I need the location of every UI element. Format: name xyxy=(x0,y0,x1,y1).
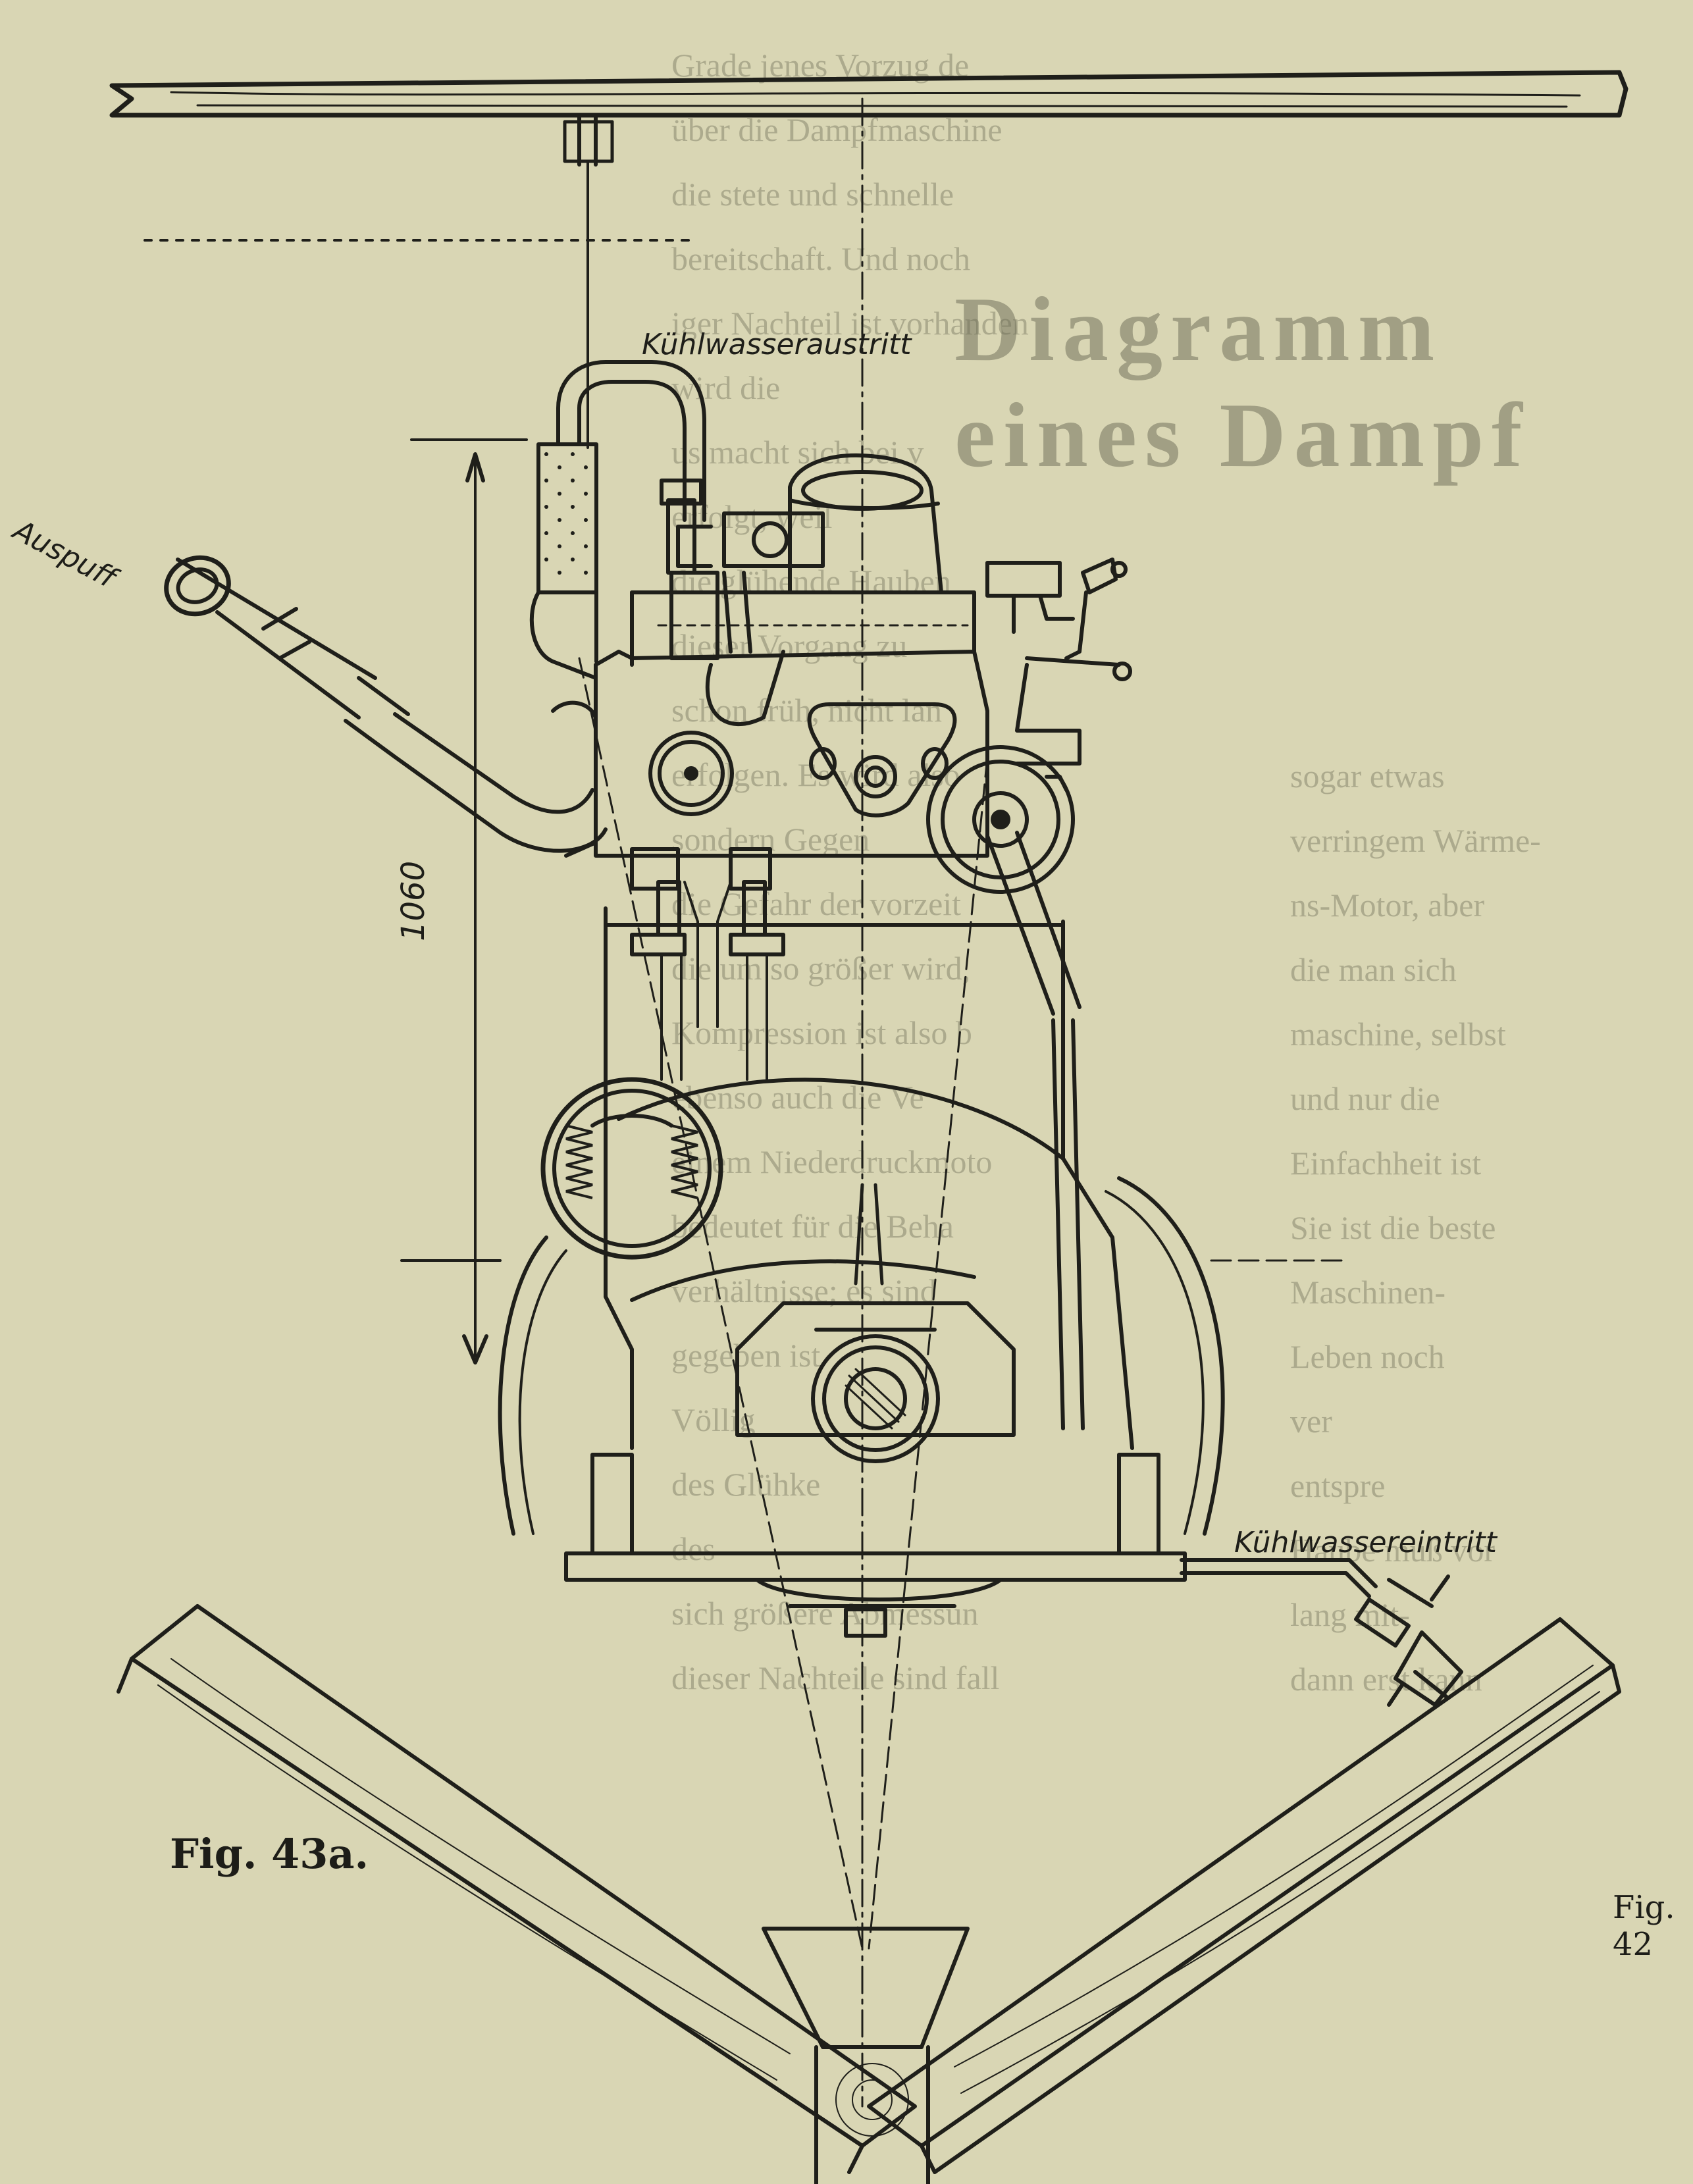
governor-lever xyxy=(985,558,1132,766)
show-through-line: ns-Motor, aber xyxy=(1290,887,1485,923)
show-through-line: wird die xyxy=(671,369,781,406)
connecting-rod xyxy=(854,831,1085,1430)
coolant-outlet-pipe xyxy=(529,360,706,680)
hanger-bracket xyxy=(563,113,614,449)
show-through-line: gegeben ist xyxy=(671,1337,821,1374)
flywheel xyxy=(498,1176,1225,1536)
show-through-line: Kompression ist also b xyxy=(671,1014,972,1051)
label-coolant-inlet: Kühlwassereintritt xyxy=(1234,1526,1497,1559)
show-through-line: bedeutet für die Beha xyxy=(671,1208,954,1245)
show-through-line: ver xyxy=(1290,1403,1332,1440)
flywheel-pulley xyxy=(926,745,1075,894)
valve-assembly xyxy=(630,847,785,1081)
muffler-dots xyxy=(544,452,588,575)
show-through-line: iger Nachteil ist vorhanden xyxy=(671,305,1029,342)
label-coolant-outlet: Kühlwasseraustritt xyxy=(642,328,912,361)
show-through-line: bereitschaft. Und noch xyxy=(671,240,971,277)
crankcase xyxy=(604,906,1134,1450)
show-through-line: verringem Wärme- xyxy=(1290,822,1541,859)
show-through-line: maschine, selbst xyxy=(1290,1016,1506,1053)
show-through-heading: Diagramm eines Dampf xyxy=(954,278,1530,486)
base-plate xyxy=(564,1453,1378,1638)
show-through-line: Grade jenes Vorzug de xyxy=(671,47,970,84)
ignition-tower xyxy=(660,479,785,726)
cam-gear xyxy=(807,702,957,818)
exhaust-pipe xyxy=(164,555,608,858)
cam-housing-left xyxy=(540,1077,723,1260)
timber-rafters xyxy=(117,1604,1621,2184)
show-through-line: Leben noch xyxy=(1290,1338,1445,1375)
valve-springs xyxy=(565,1124,698,1199)
show-through-line: die man sich xyxy=(1290,951,1457,988)
show-through-line: sondern Gegen xyxy=(671,821,870,858)
figure-caption-right: Fig. 42 xyxy=(1613,1889,1675,1963)
figure-caption: Fig. 43a. xyxy=(170,1830,369,1878)
label-dimension: 1060 xyxy=(395,860,432,941)
crankshaft xyxy=(735,1301,1016,1463)
show-through-line: Haube muß vor xyxy=(1290,1532,1496,1569)
show-through-line: entspre xyxy=(1290,1467,1386,1504)
show-through-line: dieser Nachteile sind fall xyxy=(671,1659,1000,1696)
show-through-line: dann erst kann xyxy=(1290,1661,1482,1698)
show-through-line: des xyxy=(671,1530,716,1567)
dimension-line xyxy=(400,438,528,1365)
show-through-line: die stete und schnelle xyxy=(671,176,954,213)
show-through-line: Völlig xyxy=(671,1401,756,1438)
coolant-inlet-valve xyxy=(1354,1574,1463,1707)
show-through-line: Einfachheit ist xyxy=(1290,1145,1482,1182)
show-through-line: sogar etwas xyxy=(1290,758,1445,794)
show-through-line: und nur die xyxy=(1290,1080,1440,1117)
show-through-line: lang mit- xyxy=(1290,1596,1410,1633)
show-through-line: Sie ist die beste xyxy=(1290,1209,1496,1246)
show-through-line: Maschinen- xyxy=(1290,1274,1446,1311)
show-through-line: schon früh, nicht lan xyxy=(671,692,943,729)
ceiling-beam xyxy=(109,70,1628,118)
show-through-line: des Glühke xyxy=(671,1466,821,1503)
show-through-right: sogar etwas verringem Wärme-ns-Motor, abe… xyxy=(1290,744,1685,1711)
